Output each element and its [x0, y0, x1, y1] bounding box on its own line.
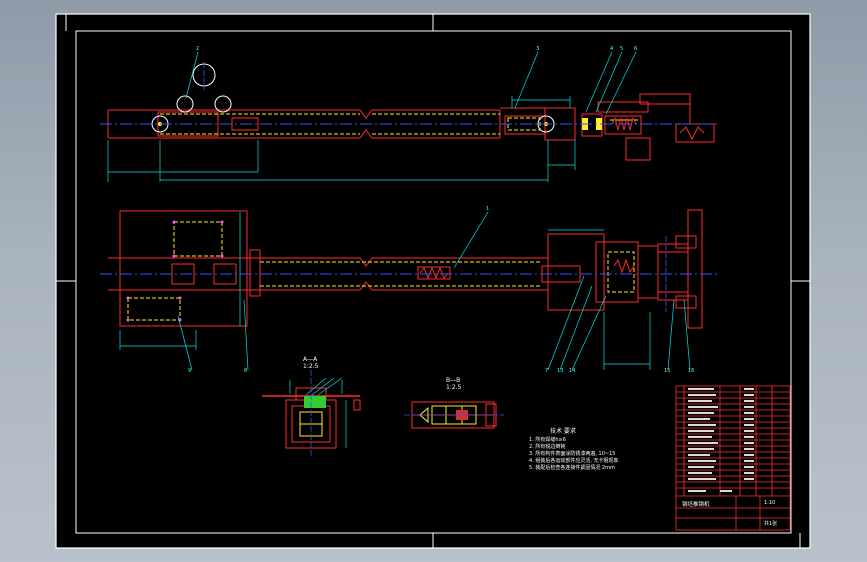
title-block-text-rows	[688, 388, 754, 492]
front-view	[100, 51, 720, 182]
title-block-drawing-name: 钢坯推钢机	[682, 502, 710, 508]
plan-view	[100, 209, 720, 371]
part-number-label: 13	[557, 368, 564, 374]
part-number-label: 15	[664, 368, 671, 374]
title-block-sheet: 共1张	[764, 521, 778, 527]
section-b-b	[404, 401, 504, 429]
part-number-label: 7	[545, 368, 549, 374]
tech-note-2: 2. 所有锐边倒钝	[529, 444, 566, 450]
centring-marks	[56, 14, 810, 548]
part-number-label: 6	[634, 46, 638, 52]
technical-requirements-title: 技术 要求	[550, 428, 576, 435]
part-number-label: 16	[688, 368, 695, 374]
part-number-label: 3	[536, 46, 540, 52]
part-number-label: 14	[569, 368, 576, 374]
section-a-a	[262, 370, 361, 458]
tech-note-3: 3. 所有构件表面涂防锈漆两遍, 10~15	[529, 451, 616, 457]
part-number-label: 5	[620, 46, 624, 52]
part-number-label: 9	[188, 368, 192, 374]
section-a-label: A—A	[303, 356, 318, 363]
tech-note-5: 5. 装配后检查各连接件紧固情况 2mm	[529, 465, 615, 471]
part-number-label: 8	[244, 368, 248, 374]
title-block	[675, 385, 791, 531]
part-number-label: 1	[486, 206, 490, 212]
part-number-label: 4	[610, 46, 614, 52]
tech-note-1: 1. 所有焊缝h≥6	[529, 437, 566, 443]
part-number-label: 2	[196, 46, 200, 52]
tech-note-4: 4. 组装后各运动部件应灵活, 无卡阻现象	[529, 458, 619, 464]
title-block-scale: 1:10	[764, 500, 776, 506]
section-b-scale: 1:2.5	[446, 384, 462, 391]
section-b-label: B—B	[446, 377, 461, 384]
section-a-scale: 1:2.5	[303, 363, 319, 370]
